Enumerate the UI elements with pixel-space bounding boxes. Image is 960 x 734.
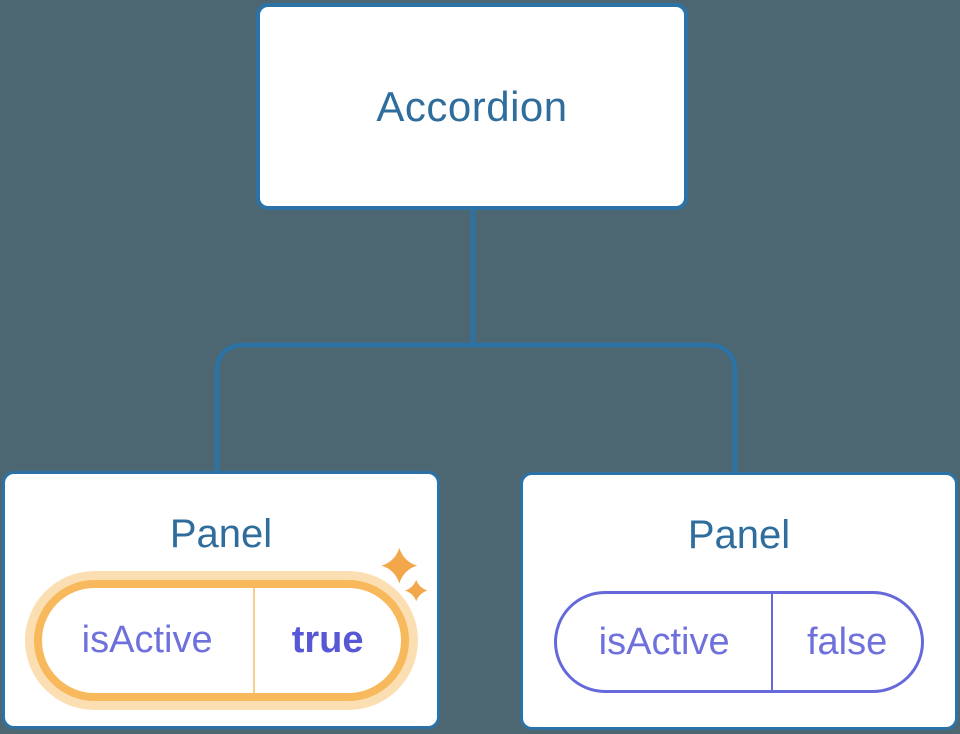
panel-node-active: Panel isActive true <box>2 471 440 729</box>
accordion-node: Accordion <box>256 3 688 210</box>
state-pill-inactive: isActive false <box>554 591 924 693</box>
accordion-node-label: Accordion <box>376 82 568 130</box>
panel-node-inactive: Panel isActive false <box>520 472 958 730</box>
connector-branch <box>214 342 738 472</box>
state-value-label: true <box>252 588 401 693</box>
state-pill-active: isActive true <box>33 580 409 701</box>
sparkles-icon <box>381 547 428 602</box>
state-key-label: isActive <box>598 620 730 663</box>
panel-title: Panel <box>169 512 273 556</box>
state-value-label: false <box>771 594 921 690</box>
state-key-label: isActive <box>81 619 213 661</box>
panel-title: Panel <box>687 513 791 557</box>
